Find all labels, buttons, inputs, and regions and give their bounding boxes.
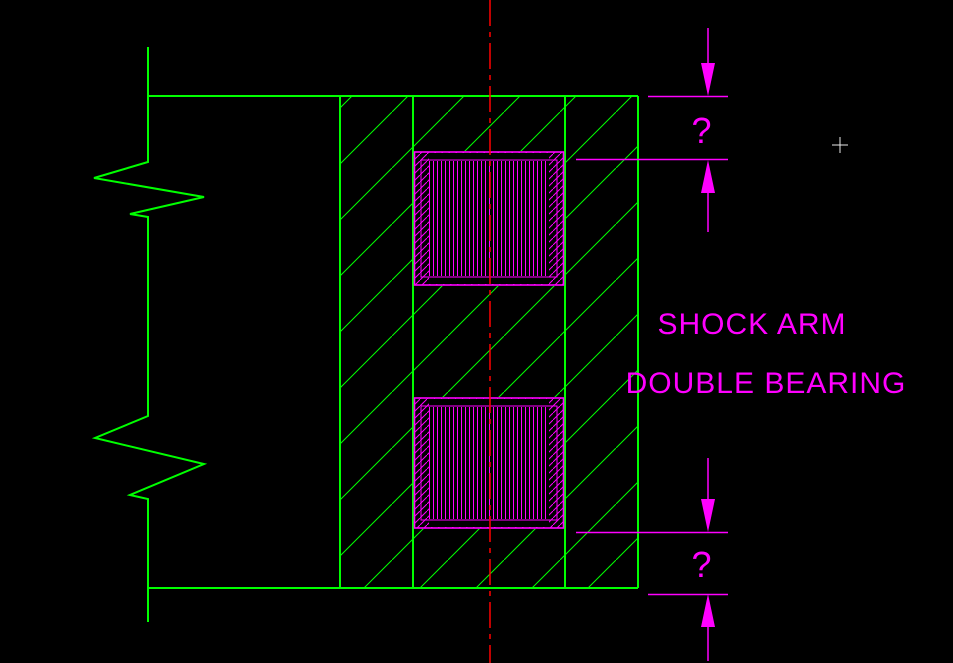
break-line[interactable] [91, 47, 208, 622]
bearing-bottom[interactable] [413, 397, 565, 529]
title-annotation[interactable]: SHOCK ARM DOUBLE BEARING [626, 308, 907, 400]
bearing-bottom-outline[interactable] [413, 397, 565, 529]
housing-outline[interactable] [148, 95, 639, 589]
break-line-polyline[interactable] [91, 47, 208, 622]
bearing-top[interactable] [413, 151, 565, 286]
crosshair-cursor-icon [832, 137, 848, 153]
label-shock-arm[interactable]: SHOCK ARM [657, 308, 846, 341]
bearing-top-outline[interactable] [413, 151, 565, 286]
dim-top-arrow-down-icon [701, 63, 715, 96]
dim-top-value[interactable]: ? [691, 110, 712, 151]
dimension-bottom[interactable]: ? [576, 458, 728, 661]
dimension-top[interactable]: ? [576, 28, 728, 232]
label-double-bearing[interactable]: DOUBLE BEARING [626, 367, 907, 400]
dim-bottom-value[interactable]: ? [691, 544, 712, 585]
dim-bottom-arrow-up-icon [701, 594, 715, 627]
dim-bottom-arrow-down-icon [701, 499, 715, 532]
dim-top-arrow-up-icon [701, 160, 715, 193]
bearing-bottom-rollers[interactable] [429, 407, 549, 519]
bearing-top-rollers[interactable] [429, 161, 549, 276]
bearing-bottom-inner-outline[interactable] [420, 405, 558, 521]
bearing-top-inner-outline[interactable] [420, 159, 558, 278]
